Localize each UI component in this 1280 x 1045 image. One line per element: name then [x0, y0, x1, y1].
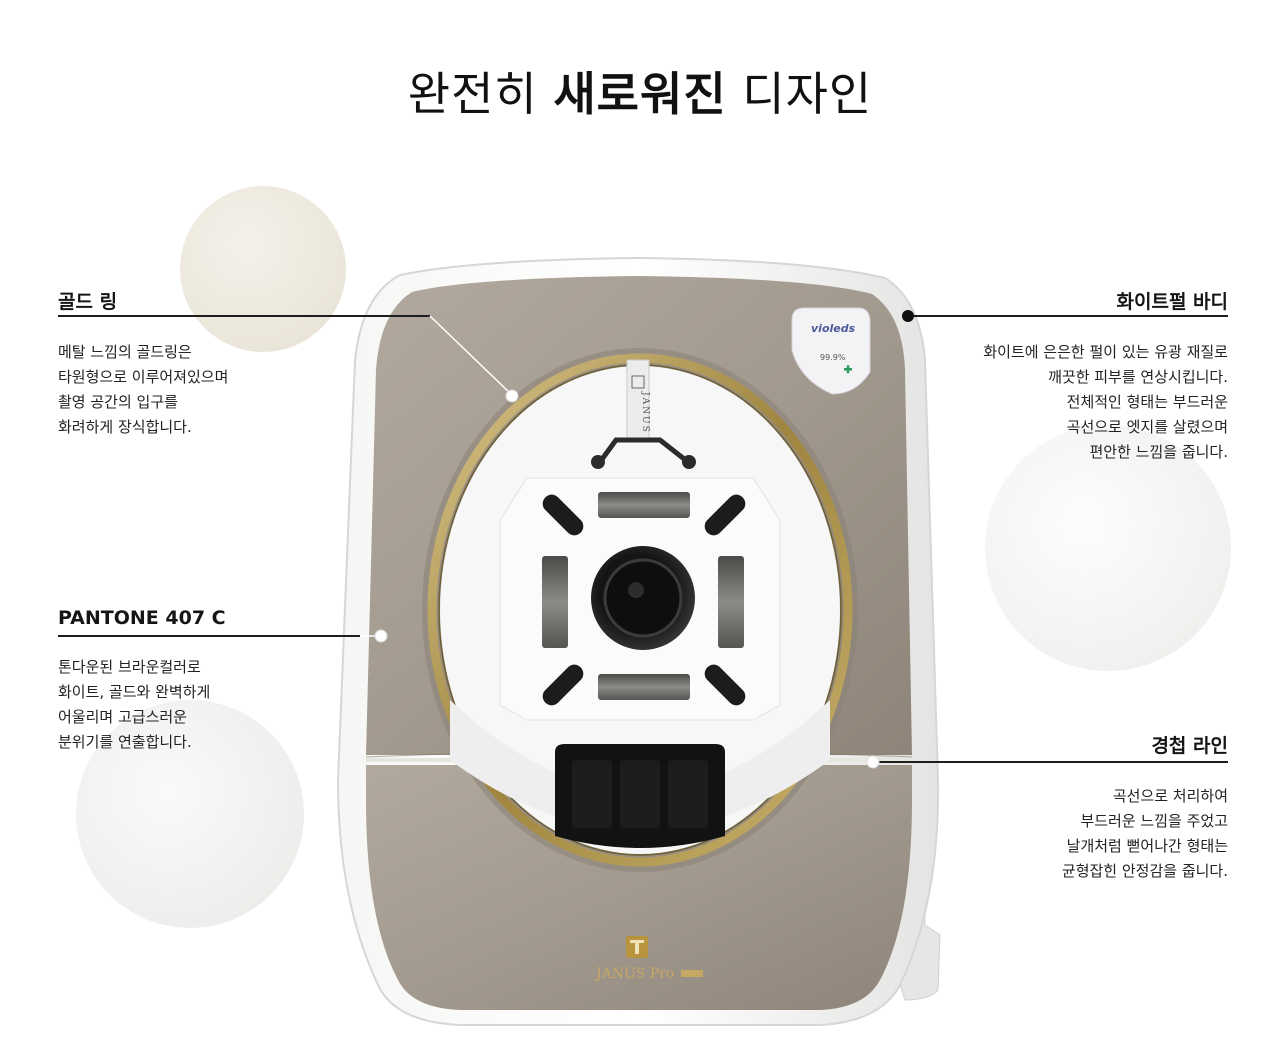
brand-label-text: JANUS Pro: [594, 966, 674, 982]
feature-pantone-desc: 톤다운된 브라운컬러로 화이트, 골드와 완벽하게 어울리며 고급스러운 분위기…: [58, 658, 211, 751]
feature-overlap-line: 경첩 라인 곡선으로 처리하여 부드러운 느낌을 주었고 날개처럼 뻗어나간 형…: [908, 731, 1228, 884]
page-title: 완전히 새로워진 디자인: [0, 58, 1280, 124]
title-part-3: 디자인: [726, 67, 873, 121]
feature-gold-ring: 골드 링 메탈 느낌의 골드링은 타원형으로 이루어져있으며 촬영 공간의 입구…: [58, 287, 376, 440]
feature-white-pearl: 화이트펄 바디 화이트에 은은한 펄이 있는 유광 재질로 깨끗한 피부를 연상…: [908, 287, 1228, 465]
lamp-top-right: [704, 494, 746, 536]
led-panel-right: [718, 556, 744, 648]
sticker-value-text: 99.9%: [820, 353, 846, 362]
lamp-bottom-right: [704, 664, 746, 706]
lamp-top-left: [542, 494, 584, 536]
callout-overlap-line: [866, 755, 1228, 769]
column-brand-text: JANUS: [640, 391, 650, 434]
decor-bubble-white-left: [76, 700, 304, 928]
feature-white-pearl-title: 화이트펄 바디: [1116, 291, 1229, 313]
title-part-2: 새로워진: [553, 67, 727, 121]
chin-rest-arms: [597, 437, 691, 465]
taupe-shell-lower: [366, 765, 912, 1010]
led-panel-top: [598, 492, 690, 518]
led-panel-bottom: [598, 674, 690, 700]
violeds-sticker: [791, 307, 871, 395]
feature-gold-ring-title: 골드 링: [58, 291, 118, 313]
feature-pantone-title: PANTONE 407 C: [58, 607, 226, 629]
feature-overlap-line-desc: 곡선으로 처리하여 부드러운 느낌을 주었고 날개처럼 뻗어나간 형태는 균형잡…: [1061, 787, 1228, 880]
feature-white-pearl-desc: 화이트에 은은한 펄이 있는 유광 재질로 깨끗한 피부를 연상시킵니다. 전체…: [983, 343, 1228, 461]
callout-gold-ring-line: [58, 315, 519, 403]
title-part-1: 완전히: [407, 67, 554, 121]
feature-overlap-line-title: 경첩 라인: [1151, 735, 1228, 757]
callout-white-pearl-line: [902, 310, 1228, 322]
sticker-brand-text: violeds: [811, 322, 856, 335]
led-panel-left: [542, 556, 568, 648]
feature-gold-ring-desc: 메탈 느낌의 골드링은 타원형으로 이루어져있으며 촬영 공간의 입구를 화려하…: [58, 343, 229, 436]
lamp-bottom-left: [542, 664, 584, 706]
decor-bubble-cream: [180, 186, 346, 352]
gold-ring: [427, 353, 853, 867]
feature-pantone: PANTONE 407 C 톤다운된 브라운컬러로 화이트, 골드와 완벽하게 …: [58, 607, 376, 755]
callout-pantone-line: [58, 629, 388, 643]
decor-bubble-white-right: [985, 425, 1231, 671]
